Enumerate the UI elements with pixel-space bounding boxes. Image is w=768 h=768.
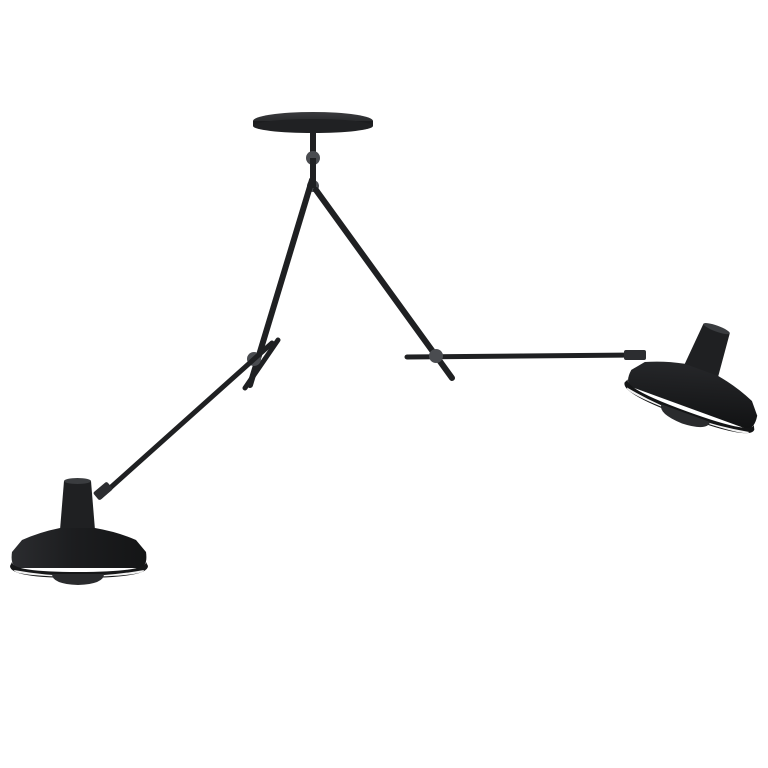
- right-upper-arm: [313, 187, 455, 381]
- right-lamp-shade: [624, 323, 758, 434]
- left-lower-arm: [93, 340, 275, 500]
- ceiling-canopy: [253, 112, 373, 152]
- right-lower-arm: [404, 349, 646, 363]
- left-lamp-shade: [10, 478, 148, 585]
